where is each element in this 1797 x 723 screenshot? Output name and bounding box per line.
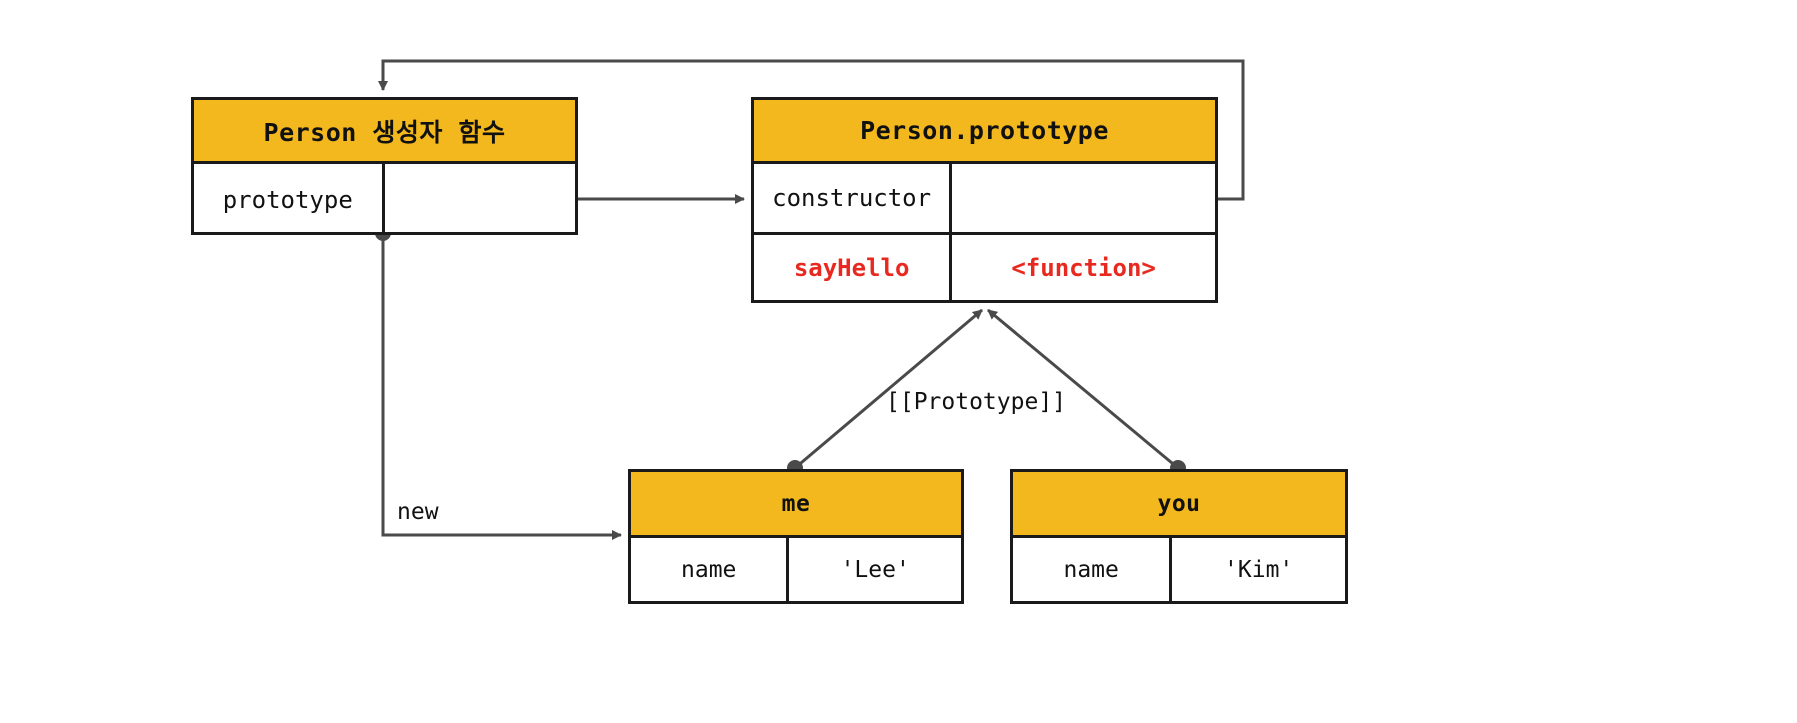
table-row: name 'Kim' [1013, 538, 1345, 601]
table-row: prototype [194, 164, 575, 235]
node-person-prototype[interactable]: Person.prototype constructor sayHello <f… [751, 97, 1218, 303]
property-value-me-name: 'Lee' [840, 556, 910, 583]
node-person-constructor[interactable]: Person 생성자 함수 prototype [191, 97, 578, 235]
node-title-person-prototype: Person.prototype [754, 100, 1215, 164]
property-value-sayhello: <function> [1011, 253, 1156, 282]
node-title-you: you [1013, 472, 1345, 538]
table-row: name 'Lee' [631, 538, 961, 601]
edge-label-prototype-link: [[Prototype]] [886, 389, 1067, 415]
property-key-you-name: name [1013, 538, 1173, 601]
property-value-you-name: 'Kim' [1224, 556, 1294, 583]
property-key-me-name: name [631, 538, 790, 601]
node-title-me: me [631, 472, 961, 538]
edge-new-to-me [375, 225, 622, 540]
edge-label-new: new [397, 499, 439, 525]
property-key-prototype: prototype [194, 164, 385, 235]
node-you-object[interactable]: you name 'Kim' [1010, 469, 1348, 604]
node-title-person-constructor: Person 생성자 함수 [194, 100, 575, 164]
property-value-constructor [952, 164, 1215, 232]
table-row: sayHello <function> [754, 232, 1215, 300]
property-key-constructor: constructor [754, 164, 953, 232]
table-row: constructor [754, 164, 1215, 232]
node-me-object[interactable]: me name 'Lee' [628, 469, 964, 604]
property-key-sayhello: sayHello [754, 235, 953, 300]
property-value-prototype [385, 164, 576, 235]
